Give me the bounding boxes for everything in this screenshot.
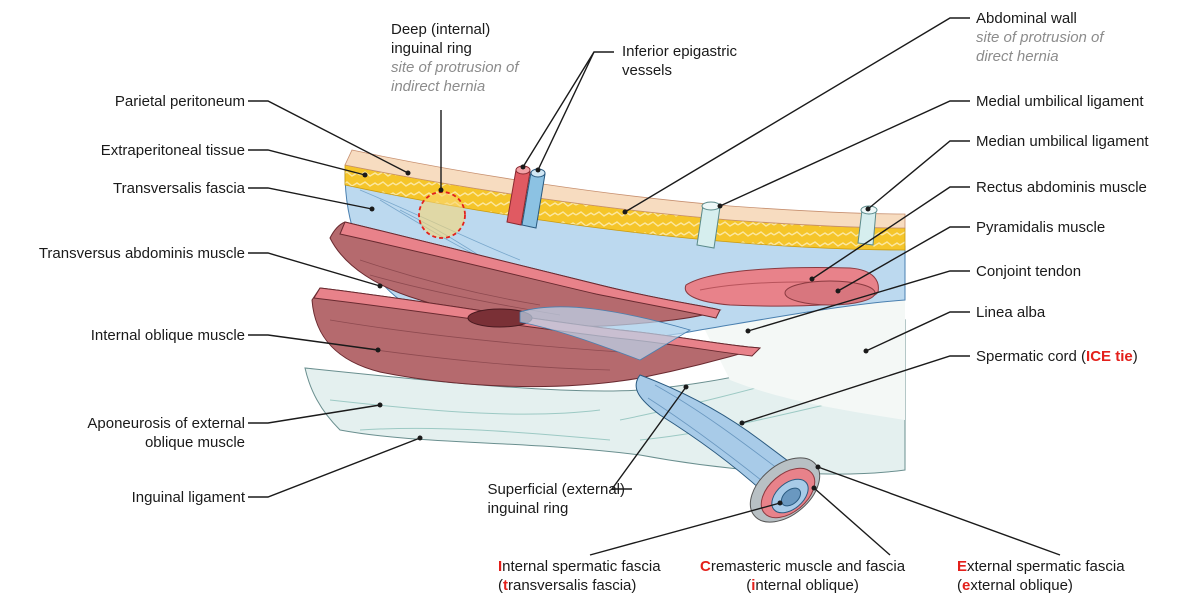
crem-rest: remasteric muscle and fascia xyxy=(711,558,905,575)
label-spermatic-cord-ice-tie: ICE tie xyxy=(1086,348,1133,365)
label-inferior-epigastric-line2: vessels xyxy=(622,61,737,80)
label-spermatic-cord-pre: Spermatic cord ( xyxy=(976,348,1086,365)
isf-sub-rest: ransversalis fascia) xyxy=(508,577,636,594)
label-internal-oblique: Internal oblique muscle xyxy=(91,326,245,345)
label-deep-ring-line1: Deep (internal) xyxy=(391,20,519,39)
label-superficial-inguinal-ring: Superficial (external) inguinal ring xyxy=(487,480,625,518)
label-abdominal-wall: Abdominal wall site of protrusion of dir… xyxy=(976,9,1104,66)
label-abdominal-wall-title: Abdominal wall xyxy=(976,9,1104,28)
label-cremasteric: Cremasteric muscle and fascia (internal … xyxy=(700,557,905,595)
label-extraperitoneal-tissue: Extraperitoneal tissue xyxy=(101,141,245,160)
label-transversalis-fascia: Transversalis fascia xyxy=(113,179,245,198)
label-superficial-ring-line1: Superficial (external) xyxy=(487,480,625,499)
crem-sub-rest: nternal oblique) xyxy=(755,577,858,594)
label-superficial-ring-line2: inguinal ring xyxy=(487,499,625,518)
esf-initial: E xyxy=(957,558,967,575)
label-inferior-epigastric-line1: Inferior epigastric xyxy=(622,42,737,61)
label-deep-ring-note1: site of protrusion of xyxy=(391,58,519,77)
label-linea-alba: Linea alba xyxy=(976,303,1045,322)
label-external-spermatic-fascia: External spermatic fascia (external obli… xyxy=(957,557,1125,595)
label-parietal-peritoneum: Parietal peritoneum xyxy=(115,92,245,111)
label-spermatic-cord: Spermatic cord (ICE tie) xyxy=(976,347,1138,366)
label-inguinal-ligament: Inguinal ligament xyxy=(132,488,245,507)
pyramidalis-shape xyxy=(785,281,875,305)
label-median-umbilical: Median umbilical ligament xyxy=(976,132,1149,151)
label-medial-umbilical: Medial umbilical ligament xyxy=(976,92,1144,111)
esf-rest: xternal spermatic fascia xyxy=(967,558,1125,575)
crem-initial: C xyxy=(700,558,711,575)
label-aponeurosis-line2: oblique muscle xyxy=(87,433,245,452)
esf-sub-rest: xternal oblique) xyxy=(970,577,1073,594)
deep-inguinal-ring xyxy=(419,192,465,238)
label-rectus-abdominis: Rectus abdominis muscle xyxy=(976,178,1147,197)
label-internal-spermatic-fascia: Internal spermatic fascia (transversalis… xyxy=(498,557,661,595)
label-inferior-epigastric: Inferior epigastric vessels xyxy=(622,42,737,80)
label-deep-inguinal-ring: Deep (internal) inguinal ring site of pr… xyxy=(391,20,519,96)
label-deep-ring-line2: inguinal ring xyxy=(391,39,519,58)
label-deep-ring-note2: indirect hernia xyxy=(391,77,519,96)
label-conjoint-tendon: Conjoint tendon xyxy=(976,262,1081,281)
label-spermatic-cord-post: ) xyxy=(1133,348,1138,365)
label-abdominal-wall-note2: direct hernia xyxy=(976,47,1104,66)
label-transversus-abdominis: Transversus abdominis muscle xyxy=(39,244,245,263)
label-aponeurosis: Aponeurosis of external oblique muscle xyxy=(87,414,245,452)
label-aponeurosis-line1: Aponeurosis of external xyxy=(87,414,245,433)
label-abdominal-wall-note1: site of protrusion of xyxy=(976,28,1104,47)
label-pyramidalis: Pyramidalis muscle xyxy=(976,218,1105,237)
isf-rest: nternal spermatic fascia xyxy=(502,558,660,575)
